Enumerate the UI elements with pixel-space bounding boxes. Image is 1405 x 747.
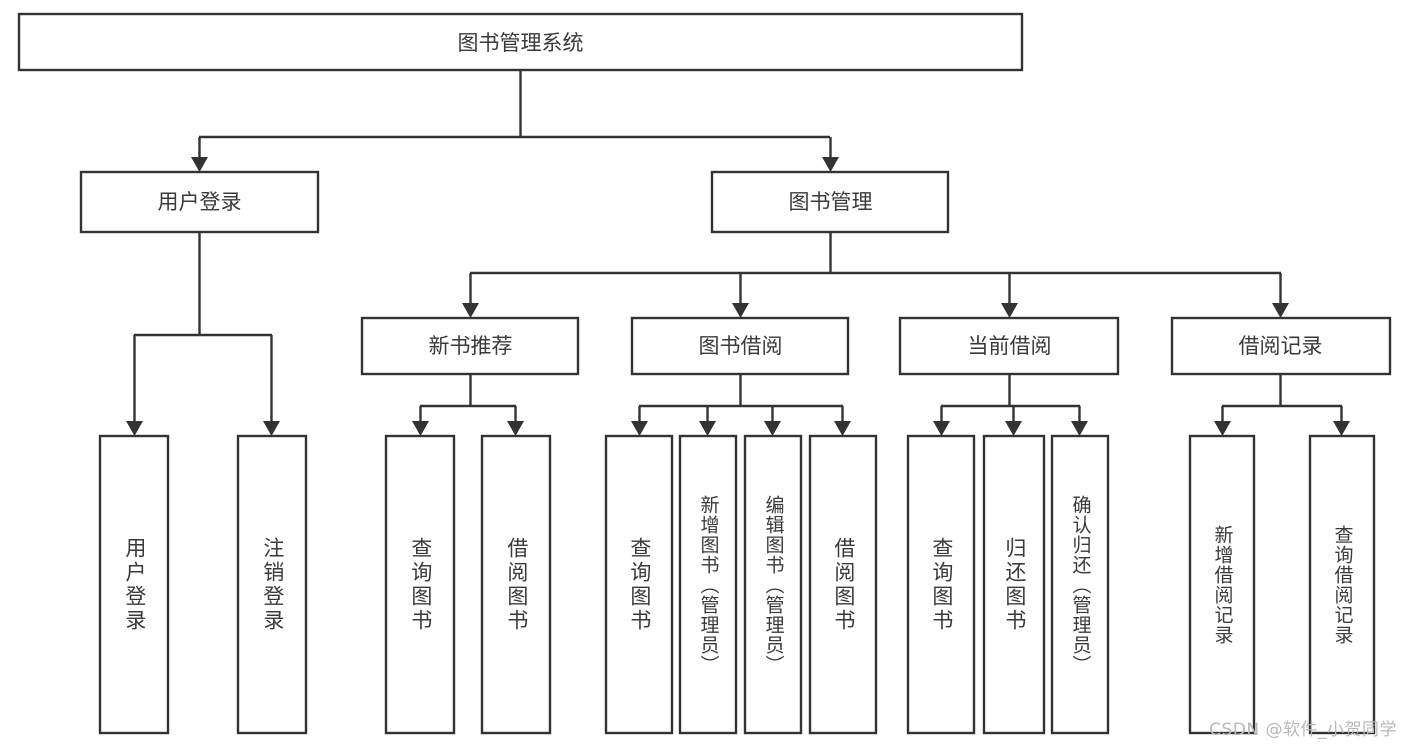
node-borrow-record-label: 借阅记录 [1239,334,1323,358]
node-user-login-label: 用户登录 [158,190,242,214]
connector-root-to-level2 [191,70,839,172]
node-user-login[interactable]: 用户登录 [79,170,320,234]
arrow-head-book-mgmt [822,157,839,172]
leaf-add-book-box[interactable] [678,434,738,735]
leaf-query-book-2-box[interactable] [604,434,674,735]
node-book-borrow[interactable]: 图书借阅 [630,316,850,376]
connector-book-borrow-to-leaves [631,374,851,436]
arrow-head-leaf-query-book-2 [631,421,648,436]
connector-borrow-record-to-leaves [1214,374,1350,436]
leaf-logout-box[interactable] [236,434,308,735]
arrow-head-leaf-query-book-1 [412,421,429,436]
node-current-borrow-box[interactable] [898,316,1120,376]
connector-new-book-rec-to-leaves [412,374,524,436]
node-book-mgmt-box[interactable] [710,170,950,234]
arrow-head-leaf-add-record [1214,421,1231,436]
connector-book-mgmt-to-level3 [462,232,1289,318]
arrow-head-user-login [191,157,208,172]
node-current-borrow-label: 当前借阅 [968,334,1052,358]
leaf-query-book-3-box[interactable] [906,434,976,735]
arrow-head-book-borrow [732,303,749,318]
node-new-book-rec[interactable]: 新书推荐 [360,316,580,376]
arrow-head-leaf-user-login [126,421,143,436]
node-root[interactable]: 图书管理系统 [17,12,1024,72]
arrow-head-leaf-add-book [699,421,716,436]
node-current-borrow[interactable]: 当前借阅 [898,316,1120,376]
leaf-query-record-box[interactable] [1308,434,1376,735]
node-book-borrow-box[interactable] [630,316,850,376]
leaf-borrow-book-1-box[interactable] [480,434,552,735]
node-book-mgmt-label: 图书管理 [789,190,873,214]
leaf-user-login-box[interactable] [98,434,170,735]
arrow-head-leaf-return-book [1005,421,1022,436]
leaf-return-book-box[interactable] [982,434,1046,735]
leaf-node-boxes[interactable] [98,434,1376,735]
arrow-head-leaf-borrow-book-1 [507,421,524,436]
arrow-head-leaf-query-book-3 [933,421,950,436]
node-borrow-record-box[interactable] [1170,316,1392,376]
arrow-head-leaf-edit-book [764,421,781,436]
node-new-book-rec-box[interactable] [360,316,580,376]
node-new-book-rec-label: 新书推荐 [429,334,513,358]
node-root-box[interactable] [17,12,1024,72]
leaf-edit-book-box[interactable] [743,434,803,735]
connector-current-borrow-to-leaves [933,374,1088,436]
arrow-head-leaf-borrow-book-2 [834,421,851,436]
node-book-mgmt[interactable]: 图书管理 [710,170,950,234]
node-borrow-record[interactable]: 借阅记录 [1170,316,1392,376]
connector-user-login-to-leaves [126,232,280,436]
arrow-head-current-borrow [1001,303,1018,318]
leaf-borrow-book-2-box[interactable] [808,434,878,735]
node-book-borrow-label: 图书借阅 [699,334,783,358]
watermark: CSDN @软件_小贺同学 [1209,720,1397,740]
arrow-head-new-book-rec [462,303,479,318]
node-user-login-box[interactable] [79,170,320,234]
leaf-confirm-return-box[interactable] [1050,434,1110,735]
arrow-head-borrow-record [1272,303,1289,318]
leaf-query-book-1-box[interactable] [384,434,456,735]
arrow-head-leaf-query-record [1333,421,1350,436]
node-root-label: 图书管理系统 [458,31,584,55]
arrow-head-leaf-logout [263,421,280,436]
arrow-head-leaf-confirm-return [1071,421,1088,436]
leaf-add-record-box[interactable] [1188,434,1256,735]
